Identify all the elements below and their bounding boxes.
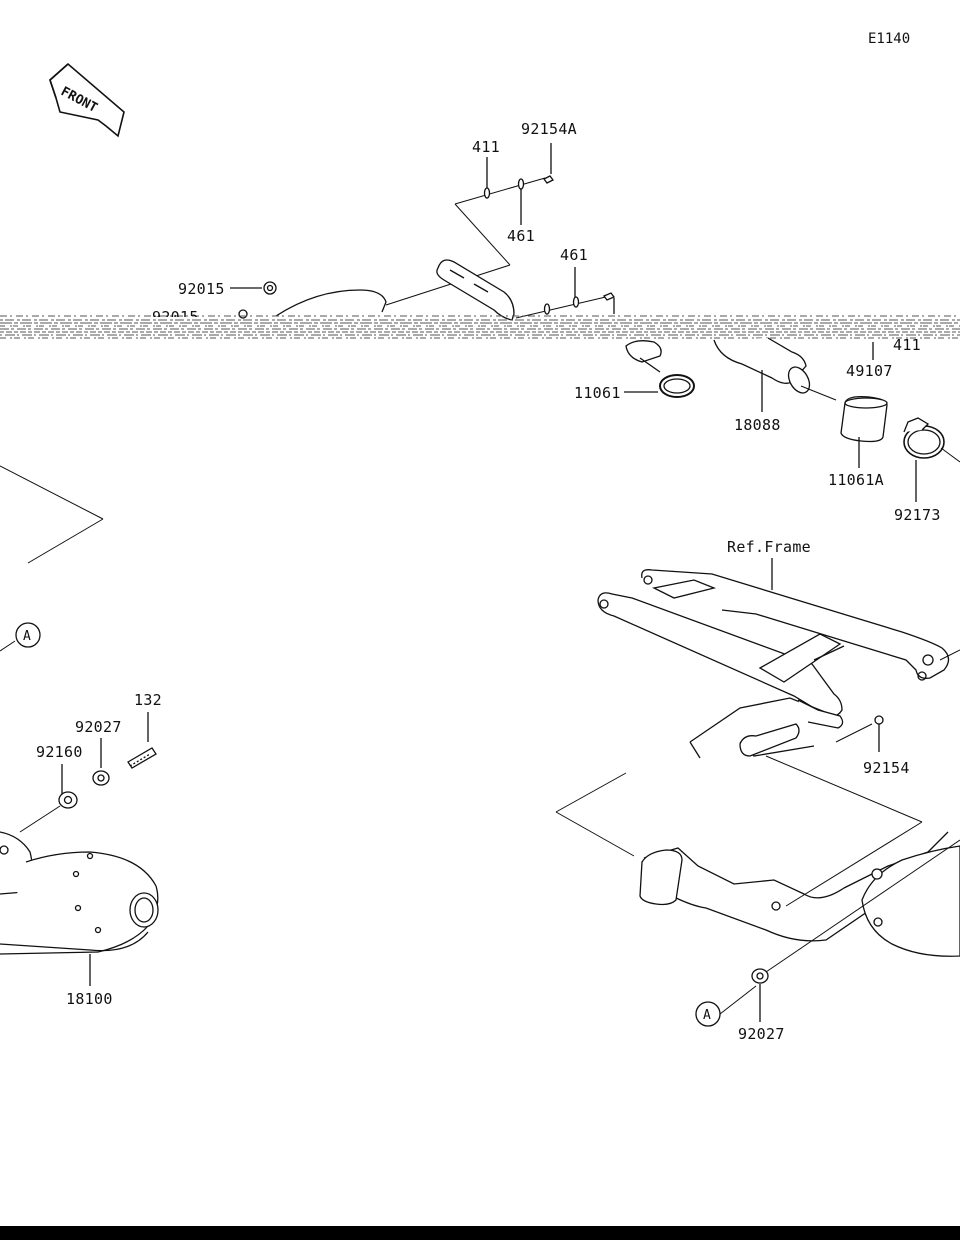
part-label-49107: 49107 (846, 362, 893, 380)
upper-hardware (230, 143, 616, 321)
part-label-92154: 92154 (863, 759, 910, 777)
part-label-92015: 92015 (178, 280, 225, 298)
part-label-11061A: 11061A (828, 471, 884, 489)
part-label-18100: 18100 (66, 990, 113, 1008)
part-label-18088: 18088 (734, 416, 781, 434)
part-label-411-right: 411 (893, 336, 921, 354)
muffler-left (0, 712, 159, 986)
part-label-92160: 92160 (36, 743, 83, 761)
part-label-92173: 92173 (894, 506, 941, 524)
rear-frame (597, 558, 960, 759)
part-label-11061: 11061 (574, 384, 621, 402)
svg-text:A: A (703, 1008, 711, 1023)
left-leader-lines (0, 465, 104, 652)
bottom-bar (0, 1226, 960, 1240)
mid-pipe-assembly (624, 337, 960, 502)
callout-a-left: A (15, 622, 41, 648)
ref-frame-label: Ref.Frame (727, 538, 811, 556)
part-label-92015-partial: 92015 (152, 309, 199, 317)
part-label-132: 132 (134, 691, 162, 709)
callout-a-bottom: A (695, 1001, 721, 1027)
part-label-411-top: 411 (472, 138, 500, 156)
muffler-pipe-right (555, 755, 960, 1022)
svg-text:A: A (23, 629, 31, 644)
part-label-461-top: 461 (507, 227, 535, 245)
part-label-92154A: 92154A (521, 120, 577, 138)
part-label-92027-left: 92027 (75, 718, 122, 736)
part-label-461-mid: 461 (560, 246, 588, 264)
front-arrow-icon: FRONT (49, 62, 125, 138)
part-label-92027-bottom: 92027 (738, 1025, 785, 1043)
scan-noise-band (0, 315, 960, 339)
diagram-code: E1140 (868, 31, 911, 47)
